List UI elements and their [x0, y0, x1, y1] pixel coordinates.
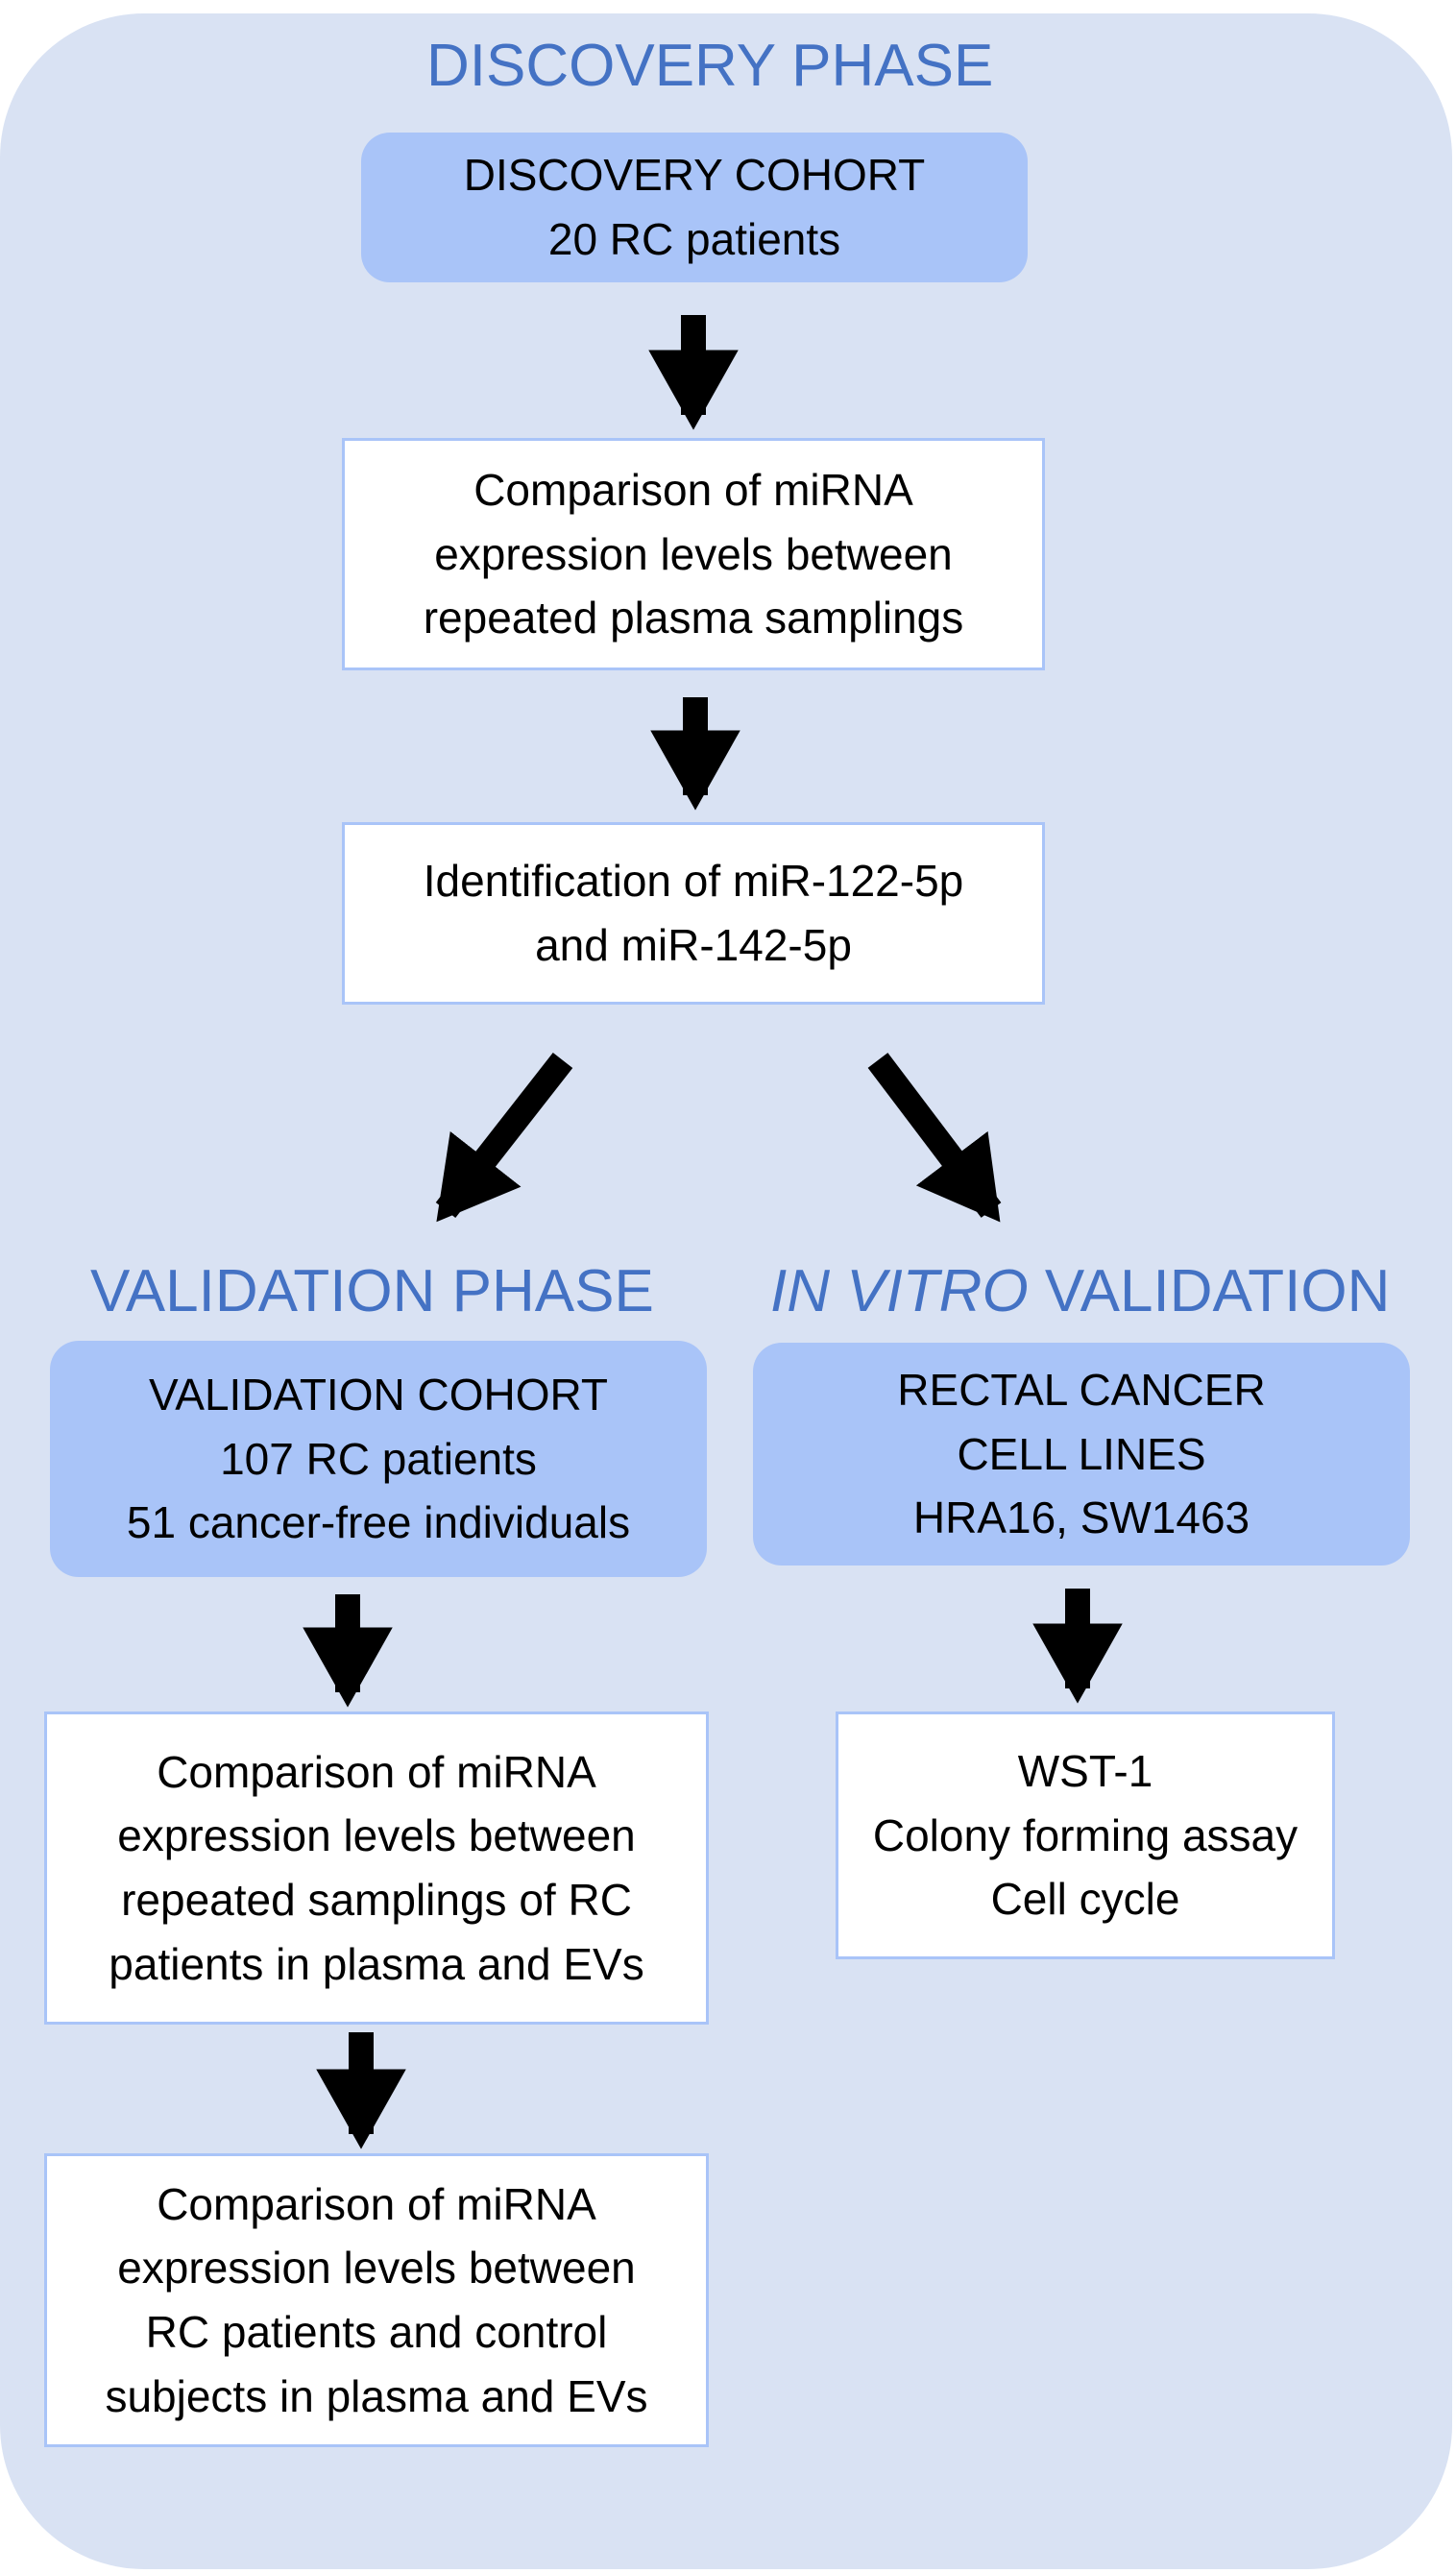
validation-cohort-line: VALIDATION COHORT — [149, 1369, 608, 1420]
cell-lines-line: RECTAL CANCER — [897, 1364, 1266, 1415]
control-comparison-line: subjects in plasma and EVs — [105, 2370, 648, 2421]
control-comparison-line: expression levels between — [117, 2243, 636, 2294]
cell-lines-line: HRA16, SW1463 — [912, 1493, 1250, 1543]
invitro-validation-title: IN VITRO VALIDATION — [770, 1262, 1390, 1322]
cell-lines-line: CELL LINES — [957, 1428, 1206, 1479]
assays-box: WST-1 Colony forming assay Cell cycle — [836, 1711, 1335, 1959]
discovery-comparison-line: repeated plasma samplings — [423, 593, 964, 643]
discovery-identification-box: Identification of miR-122-5p and miR-142… — [342, 822, 1045, 1005]
invitro-title-italic: IN VITRO — [770, 1258, 1029, 1324]
arrow-diagonal-left-icon — [435, 1052, 573, 1223]
discovery-comparison-line: expression levels between — [434, 528, 953, 579]
control-comparison-line: Comparison of miRNA — [157, 2178, 596, 2229]
control-comparison-line: RC patients and control — [145, 2307, 608, 2357]
discovery-cohort-box: DISCOVERY COHORT 20 RC patients — [361, 133, 1028, 282]
validation-comparison-box: Comparison of miRNA expression levels be… — [44, 1711, 709, 2025]
validation-phase-title: VALIDATION PHASE — [90, 1258, 654, 1324]
assays-line: Colony forming assay — [872, 1809, 1298, 1860]
discovery-identification-line: and miR-142-5p — [535, 920, 852, 970]
validation-comparison-line: patients in plasma and EVs — [109, 1938, 644, 1989]
validation-comparison-line: repeated samplings of RC — [121, 1875, 632, 1925]
assays-line: Cell cycle — [990, 1874, 1180, 1925]
validation-cohort-line: 107 RC patients — [220, 1433, 537, 1484]
validation-cohort-box: VALIDATION COHORT 107 RC patients 51 can… — [50, 1341, 707, 1577]
discovery-phase-title: DISCOVERY PHASE — [426, 33, 994, 99]
assays-line: WST-1 — [1017, 1745, 1153, 1796]
discovery-identification-line: Identification of miR-122-5p — [423, 856, 964, 907]
validation-comparison-line: Comparison of miRNA — [157, 1746, 596, 1797]
invitro-title-rest: VALIDATION — [1028, 1258, 1391, 1324]
arrow-diagonal-right-icon — [867, 1053, 1002, 1223]
control-comparison-box: Comparison of miRNA expression levels be… — [44, 2153, 709, 2447]
discovery-comparison-line: Comparison of miRNA — [473, 464, 913, 515]
discovery-cohort-line: DISCOVERY COHORT — [463, 150, 926, 201]
discovery-cohort-line: 20 RC patients — [547, 214, 841, 264]
discovery-comparison-box: Comparison of miRNA expression levels be… — [342, 438, 1045, 670]
validation-comparison-line: expression levels between — [117, 1810, 636, 1861]
cell-lines-box: RECTAL CANCER CELL LINES HRA16, SW1463 — [753, 1343, 1410, 1566]
validation-cohort-line: 51 cancer-free individuals — [126, 1497, 631, 1548]
